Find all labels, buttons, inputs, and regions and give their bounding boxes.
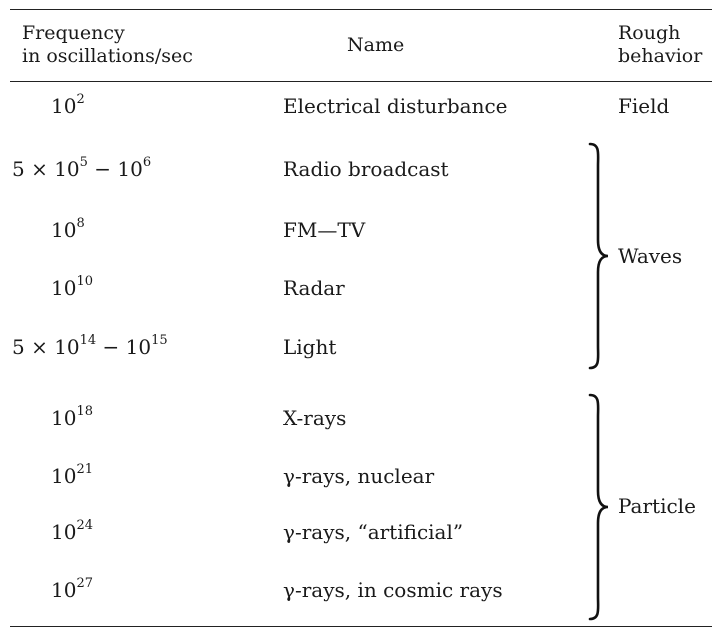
particle-brace-icon bbox=[588, 393, 609, 621]
header-behavior: Rough behavior bbox=[618, 22, 702, 68]
frequency-base: 10 bbox=[51, 520, 77, 544]
frequency-exponent: 10 bbox=[76, 274, 93, 290]
frequency-base: 10 bbox=[51, 218, 77, 242]
header-frequency-line1: Frequency bbox=[22, 22, 125, 44]
frequency-base: − 10 bbox=[87, 157, 143, 181]
frequency-exponent: 15 bbox=[151, 333, 168, 349]
frequency-cell: 108 bbox=[51, 216, 85, 242]
frequency-exponent: 2 bbox=[76, 92, 85, 108]
frequency-cell: 1021 bbox=[51, 462, 93, 488]
top-rule bbox=[10, 9, 712, 10]
behavior-particle: Particle bbox=[618, 494, 696, 518]
frequency-base: 10 bbox=[51, 94, 77, 118]
frequency-cell: 1024 bbox=[51, 518, 93, 544]
name-cell: Electrical disturbance bbox=[283, 94, 508, 118]
waves-brace-icon bbox=[588, 142, 609, 370]
frequency-cell: 1027 bbox=[51, 576, 93, 602]
frequency-exponent: 27 bbox=[76, 576, 93, 592]
frequency-exponent: 21 bbox=[76, 462, 93, 478]
frequency-base: 5 × 10 bbox=[12, 335, 80, 359]
frequency-base: 10 bbox=[51, 406, 77, 430]
header-frequency: Frequency in oscillations/sec bbox=[22, 22, 193, 68]
name-cell: γ-rays, “artificial” bbox=[283, 520, 464, 544]
frequency-exponent: 8 bbox=[76, 216, 85, 232]
header-behavior-line2: behavior bbox=[618, 45, 703, 67]
frequency-cell: 1018 bbox=[51, 404, 93, 430]
frequency-exponent: 24 bbox=[76, 518, 93, 534]
header-rule bbox=[10, 81, 712, 82]
frequency-cell: 102 bbox=[51, 92, 85, 118]
bottom-rule bbox=[10, 626, 712, 627]
name-cell: γ-rays, nuclear bbox=[283, 464, 435, 488]
frequency-base: 10 bbox=[51, 464, 77, 488]
frequency-cell: 5 × 105 − 106 bbox=[12, 155, 152, 181]
header-name: Name bbox=[347, 34, 405, 56]
frequency-exponent: 6 bbox=[142, 155, 152, 171]
header-frequency-line2: in oscillations/sec bbox=[22, 45, 193, 67]
name-cell: Radio broadcast bbox=[283, 157, 449, 181]
frequency-base: 10 bbox=[51, 276, 77, 300]
header-behavior-line1: Rough bbox=[618, 22, 681, 44]
frequency-base: 10 bbox=[51, 578, 77, 602]
frequency-base: − 10 bbox=[96, 335, 152, 359]
name-cell: Radar bbox=[283, 276, 345, 300]
frequency-cell: 5 × 1014 − 1015 bbox=[12, 333, 168, 359]
behavior-field: Field bbox=[618, 94, 670, 118]
frequency-base: 5 × 10 bbox=[12, 157, 80, 181]
frequency-exponent: 14 bbox=[79, 333, 97, 349]
frequency-cell: 1010 bbox=[51, 274, 93, 300]
behavior-waves: Waves bbox=[618, 244, 683, 268]
name-cell: γ-rays, in cosmic rays bbox=[283, 578, 503, 602]
frequency-exponent: 18 bbox=[76, 404, 93, 420]
frequency-exponent: 5 bbox=[79, 155, 88, 171]
name-cell: Light bbox=[283, 335, 337, 359]
name-cell: FM—TV bbox=[283, 218, 366, 242]
name-cell: X-rays bbox=[283, 406, 347, 430]
